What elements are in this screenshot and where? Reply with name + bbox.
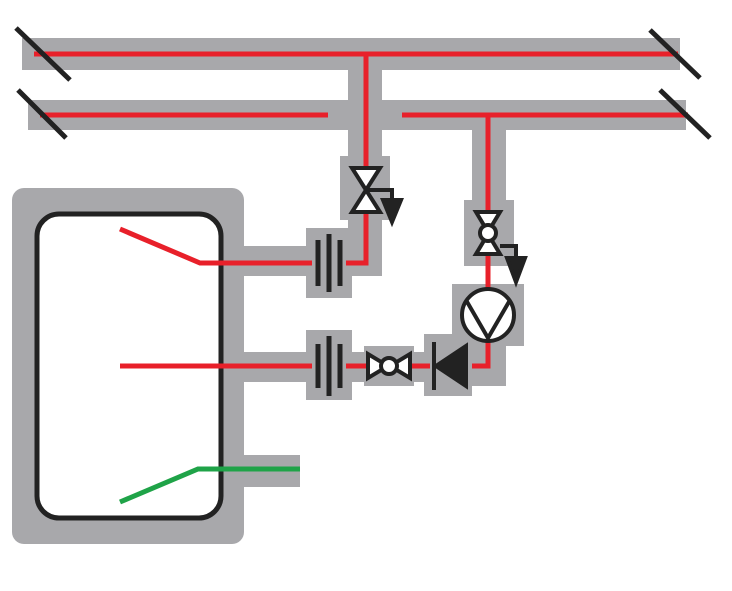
break-mark-upper-right xyxy=(648,28,702,80)
three-way-valve-arrow xyxy=(380,198,404,228)
ball-valve-middle-ball xyxy=(379,356,399,376)
ball-valve-right xyxy=(472,210,528,288)
ball-valve-middle-right xyxy=(386,350,412,382)
ball-valve-right-bottom xyxy=(472,230,504,256)
break-mark-lower-left xyxy=(16,88,68,140)
three-way-valve xyxy=(348,166,404,228)
check-valve-triangle xyxy=(432,342,468,390)
hot-water-lines xyxy=(34,51,688,369)
ball-valve-right-ball xyxy=(478,223,498,243)
ball-valve-right-arrow xyxy=(504,256,528,288)
check-valve xyxy=(432,342,468,390)
flange-union-upper xyxy=(315,234,343,292)
ball-valve-middle xyxy=(366,350,412,382)
flange-union-middle xyxy=(315,336,343,396)
break-mark-upper-left xyxy=(14,26,72,82)
three-way-valve-bottom xyxy=(348,186,384,214)
pump-body xyxy=(460,287,516,343)
circulation-pump xyxy=(460,287,516,343)
ball-valve-right-top xyxy=(472,210,504,236)
break-marks xyxy=(14,26,712,140)
three-way-valve-top xyxy=(348,166,384,194)
pump-rotor xyxy=(464,298,512,342)
cold-water-pipe xyxy=(119,466,300,505)
riser-lower-pipe xyxy=(346,214,369,266)
upper-inlet-pipe xyxy=(119,226,312,266)
right-riser-lower-pipe xyxy=(472,340,491,369)
break-mark-lower-right xyxy=(658,88,712,140)
ball-valve-middle-left xyxy=(366,350,392,382)
